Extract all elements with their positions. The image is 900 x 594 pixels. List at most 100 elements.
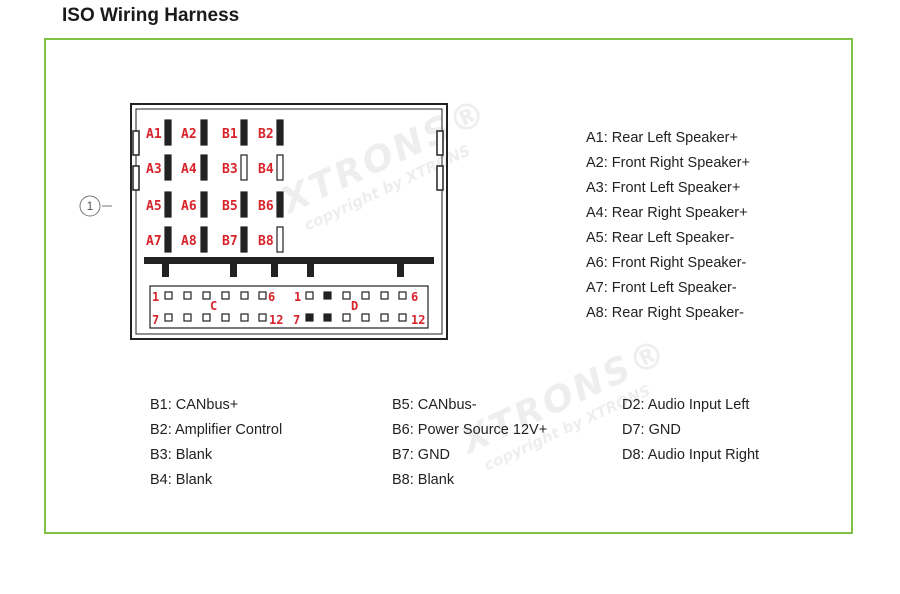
separator-bar bbox=[144, 257, 434, 264]
c-bottom-end-label: 12 bbox=[269, 313, 283, 327]
legend-item: B5: CANbus- bbox=[392, 397, 477, 413]
d-pin bbox=[398, 291, 407, 300]
pin-a8 bbox=[200, 226, 208, 253]
separator-peg bbox=[307, 263, 314, 277]
pin-label-a7: A7 bbox=[146, 234, 162, 249]
pin-label-a5: A5 bbox=[146, 199, 162, 214]
c-top-start-label: 1 bbox=[152, 290, 159, 304]
pin-a5 bbox=[164, 191, 172, 218]
legend-item: A6: Front Right Speaker- bbox=[586, 255, 747, 271]
d-top-start-label: 1 bbox=[294, 290, 301, 304]
legend-item: A4: Rear Right Speaker+ bbox=[586, 205, 748, 221]
legend-item: A2: Front Right Speaker+ bbox=[586, 155, 751, 171]
diagram-frame bbox=[44, 38, 853, 534]
separator-peg bbox=[230, 263, 237, 277]
legend-item: A8: Rear Right Speaker- bbox=[586, 305, 744, 321]
side-tab-left-1 bbox=[132, 130, 140, 156]
c-pin bbox=[258, 291, 267, 300]
d-pin bbox=[305, 291, 314, 300]
pin-b3 bbox=[240, 154, 248, 181]
pin-label-a8: A8 bbox=[181, 234, 197, 249]
c-block-label: C bbox=[210, 299, 217, 313]
d-pin bbox=[361, 291, 370, 300]
d-bottom-end-label: 12 bbox=[411, 313, 425, 327]
legend-item: A3: Front Left Speaker+ bbox=[586, 180, 741, 196]
pin-b1 bbox=[240, 119, 248, 146]
pin-b6 bbox=[276, 191, 284, 218]
c-pin bbox=[164, 313, 173, 322]
c-bottom-start-label: 7 bbox=[152, 313, 159, 327]
c-pin bbox=[258, 313, 267, 322]
pin-a4 bbox=[200, 154, 208, 181]
callout-number: 1 bbox=[87, 199, 94, 213]
d-pin bbox=[342, 313, 351, 322]
d-pin bbox=[342, 291, 351, 300]
legend-item: B1: CANbus+ bbox=[150, 397, 239, 413]
c-pin bbox=[240, 313, 249, 322]
d-top-end-label: 6 bbox=[411, 290, 418, 304]
pin-label-b1: B1 bbox=[222, 127, 238, 142]
d-bottom-start-label: 7 bbox=[293, 313, 300, 327]
c-top-end-label: 6 bbox=[268, 290, 275, 304]
page-title: ISO Wiring Harness bbox=[62, 5, 240, 26]
cd-pin-grid bbox=[164, 291, 407, 322]
d-pin bbox=[380, 313, 389, 322]
side-tab-right-2 bbox=[436, 165, 444, 191]
legend-item: B7: GND bbox=[392, 447, 451, 463]
connector-housing-outer bbox=[130, 103, 448, 340]
c-pin bbox=[202, 291, 211, 300]
pin-label-a4: A4 bbox=[181, 162, 197, 177]
pin-b4 bbox=[276, 154, 284, 181]
pin-label-b4: B4 bbox=[258, 162, 274, 177]
d-pin bbox=[380, 291, 389, 300]
pin-a3 bbox=[164, 154, 172, 181]
legend-a-list: A1: Rear Left Speaker+ A2: Front Right S… bbox=[586, 126, 750, 326]
pin-label-b8: B8 bbox=[258, 234, 274, 249]
pin-label-a3: A3 bbox=[146, 162, 162, 177]
pin-b2 bbox=[276, 119, 284, 146]
pin-label-b6: B6 bbox=[258, 199, 274, 214]
connector-housing-inner bbox=[135, 108, 443, 335]
pin-label-b3: B3 bbox=[222, 162, 238, 177]
pin-label-b7: B7 bbox=[222, 234, 238, 249]
c-pin bbox=[221, 313, 230, 322]
c-pin bbox=[240, 291, 249, 300]
d-block-label: D bbox=[351, 299, 358, 313]
pin-label-b5: B5 bbox=[222, 199, 238, 214]
legend-b2-list: B5: CANbus- B6: Power Source 12V+ B7: GN… bbox=[392, 393, 547, 493]
pin-label-a6: A6 bbox=[181, 199, 197, 214]
pin-b5 bbox=[240, 191, 248, 218]
c-pin bbox=[202, 313, 211, 322]
d-pin bbox=[361, 313, 370, 322]
callout-circle bbox=[79, 195, 101, 217]
legend-item: B2: Amplifier Control bbox=[150, 422, 283, 438]
legend-item: D2: Audio Input Left bbox=[622, 397, 750, 413]
pin-b7 bbox=[240, 226, 248, 253]
pin-a1 bbox=[164, 119, 172, 146]
legend-item: B4: Blank bbox=[150, 472, 213, 488]
pin-a2 bbox=[200, 119, 208, 146]
c-pin bbox=[183, 291, 192, 300]
legend-item: D7: GND bbox=[622, 422, 681, 438]
separator-peg bbox=[271, 263, 278, 277]
pin-a7 bbox=[164, 226, 172, 253]
separator-peg bbox=[162, 263, 169, 277]
d-pin bbox=[323, 313, 332, 322]
d-pin bbox=[323, 291, 332, 300]
pin-label-b2: B2 bbox=[258, 127, 274, 142]
d-pin bbox=[305, 313, 314, 322]
separator-peg bbox=[397, 263, 404, 277]
legend-item: A5: Rear Left Speaker- bbox=[586, 230, 735, 246]
legend-item: A1: Rear Left Speaker+ bbox=[586, 130, 738, 146]
legend-item: D8: Audio Input Right bbox=[622, 447, 760, 463]
c-pin bbox=[164, 291, 173, 300]
legend-d-list: D2: Audio Input Left D7: GND D8: Audio I… bbox=[622, 393, 759, 468]
cd-block-outline bbox=[149, 285, 429, 329]
pin-a6 bbox=[200, 191, 208, 218]
side-tab-left-2 bbox=[132, 165, 140, 191]
legend-item: B3: Blank bbox=[150, 447, 213, 463]
pin-label-a2: A2 bbox=[181, 127, 197, 142]
legend-item: B6: Power Source 12V+ bbox=[392, 422, 548, 438]
